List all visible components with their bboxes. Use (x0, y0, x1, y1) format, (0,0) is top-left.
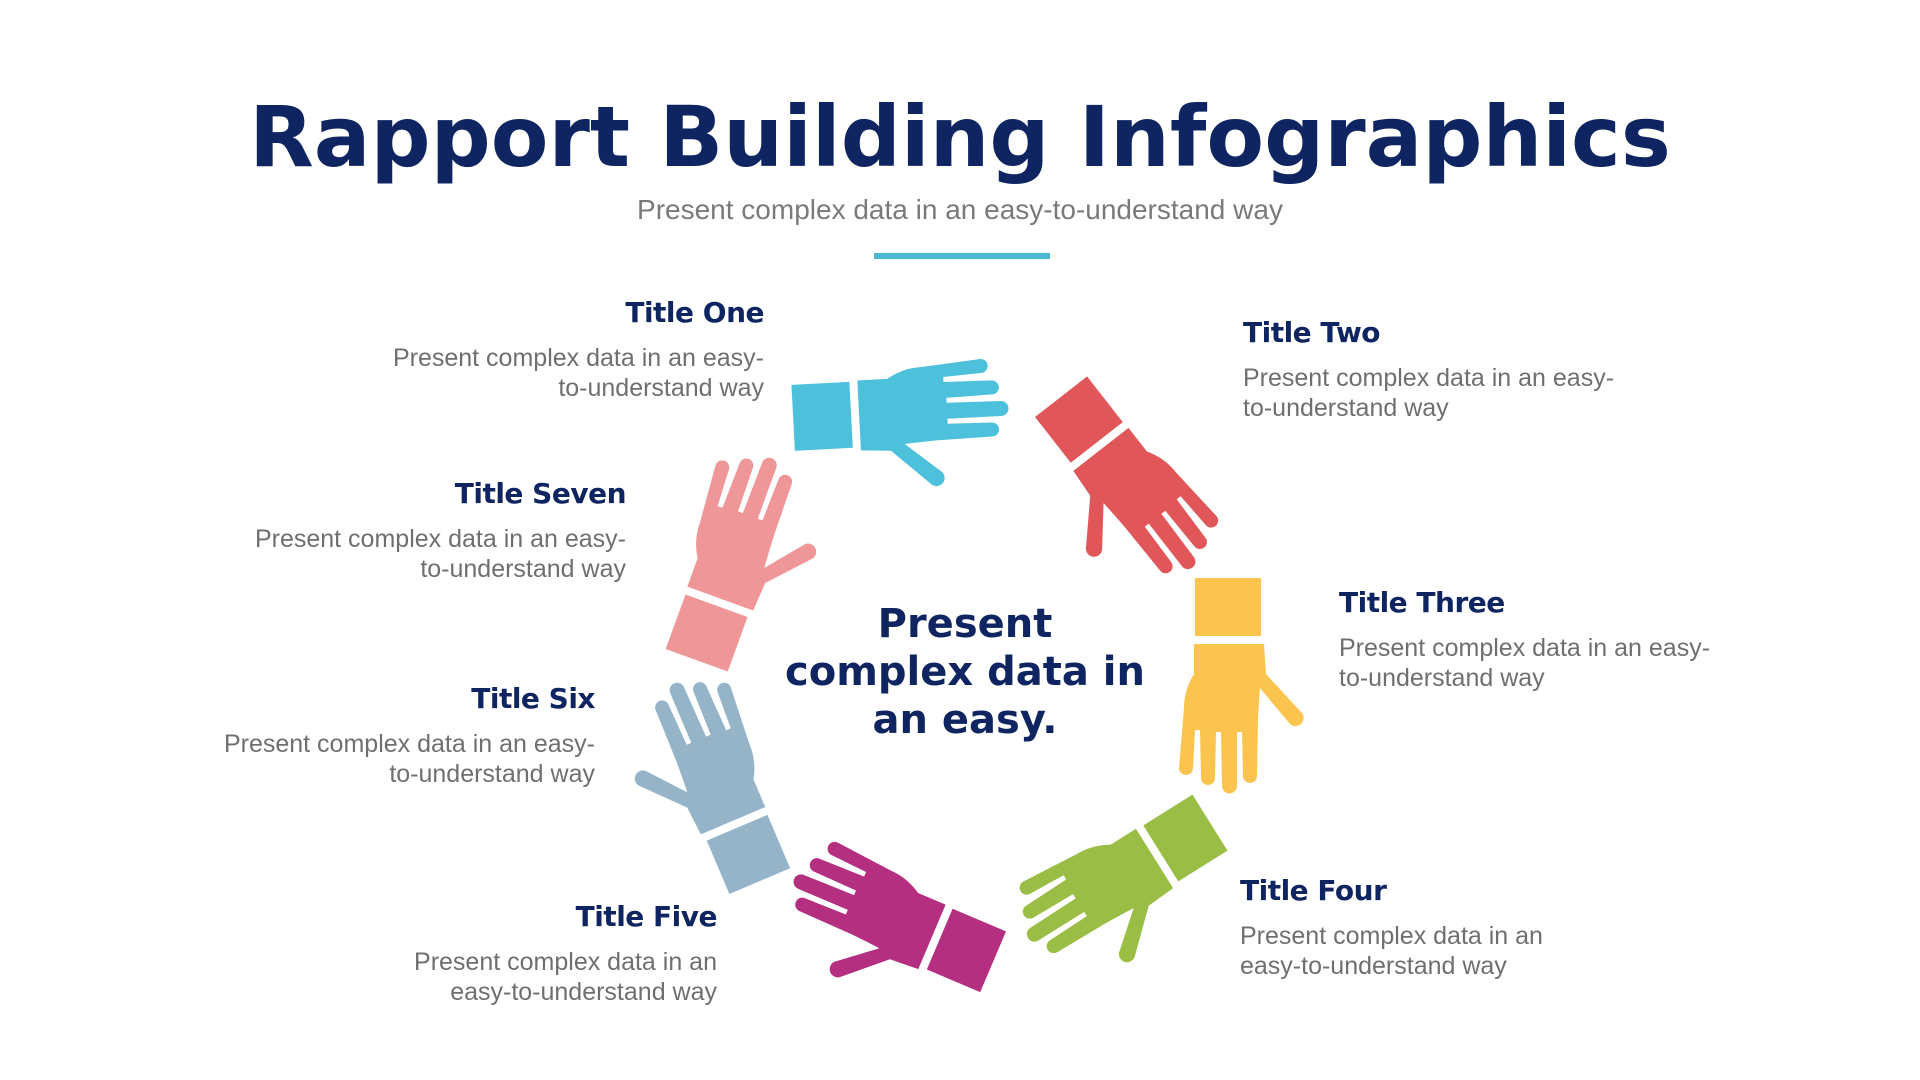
item-description: Present complex data in an easy- to-unde… (1243, 364, 1615, 422)
hand-icon-two (1001, 366, 1233, 614)
center-statement: Present complex data in an easy. (785, 601, 1145, 743)
item-title: Title Three (1339, 586, 1505, 619)
item-five: Title Five Present complex data in an ea… (277, 900, 717, 1007)
item-title: Title Four (1240, 874, 1387, 907)
page-subtitle: Present complex data in an easy-to-under… (637, 194, 1283, 225)
page-title: Rapport Building Infographics (249, 88, 1671, 186)
item-description: Present complex data in an easy-to-under… (1240, 922, 1543, 980)
item-four: Title Four Present complex data in an ea… (1240, 874, 1680, 981)
hand-icon-five (765, 832, 1013, 1032)
item-seven: Title Seven Present complex data in an e… (186, 477, 627, 584)
item-three: Title Three Present complex data in an e… (1339, 586, 1779, 693)
item-six: Title Six Present complex data in an eas… (155, 682, 596, 789)
item-description: Present complex data in an easy- to-unde… (223, 730, 595, 788)
item-description: Present complex data in an easy- to-unde… (392, 344, 764, 402)
item-description: Present complex data in an easy- to-unde… (254, 525, 626, 583)
item-one: Title One Present complex data in an eas… (324, 296, 765, 403)
item-title: Title One (625, 296, 764, 329)
item-two: Title Two Present complex data in an eas… (1243, 316, 1683, 423)
item-title: Title Six (471, 682, 595, 715)
item-title: Title Five (575, 900, 718, 933)
title-divider (874, 253, 1050, 259)
item-description: Present complex data in an easy- to-unde… (1339, 634, 1711, 692)
hand-icon-one (790, 357, 1013, 494)
hand-icon-six (605, 663, 805, 911)
item-title: Title Two (1243, 316, 1381, 349)
hand-icon-four (1001, 781, 1251, 1001)
item-title: Title Seven (454, 477, 627, 510)
hand-icon-three (1179, 578, 1304, 794)
item-description: Present complex data in an easy-to-under… (414, 948, 717, 1006)
